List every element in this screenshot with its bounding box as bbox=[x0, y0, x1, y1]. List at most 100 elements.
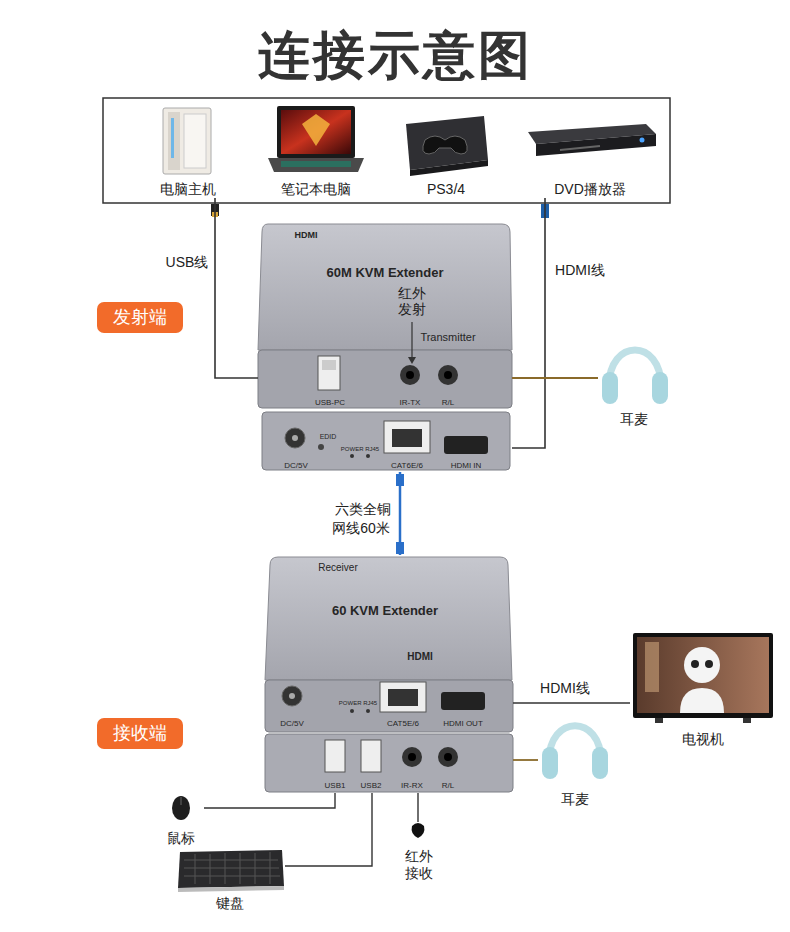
text-wrap: IR-RX bbox=[401, 774, 423, 792]
laptop-icon-part bbox=[277, 106, 355, 158]
tv-icon bbox=[633, 633, 773, 723]
ir-receiver-icon bbox=[412, 823, 425, 838]
mouse-icon bbox=[172, 796, 190, 820]
tag-text: 接收端 bbox=[113, 723, 167, 745]
node-label: 键盘 bbox=[216, 895, 244, 912]
cable-connector bbox=[512, 198, 545, 448]
tv-icon-part bbox=[705, 660, 713, 668]
keyboard-icon bbox=[178, 850, 284, 892]
transmitter-housing-part bbox=[258, 224, 512, 350]
receiver-housing-part bbox=[444, 753, 452, 761]
text-wrap: HDMI bbox=[407, 646, 433, 664]
text-wrap: HDMI bbox=[295, 224, 318, 242]
cable-connector bbox=[204, 793, 335, 808]
pc-tower-icon-part bbox=[168, 112, 180, 170]
edge-label-wrap: 六类全铜 网线60米 bbox=[330, 500, 394, 537]
device-frame-part bbox=[103, 98, 670, 203]
node-label: DVD播放器 bbox=[554, 181, 626, 198]
edge-label-wrap: HDMI线 bbox=[553, 261, 607, 280]
transmitter-housing-part bbox=[262, 412, 510, 470]
node-label: 鼠标 bbox=[167, 830, 195, 847]
port-label: POWER RJ45 bbox=[341, 446, 379, 452]
transmitter-housing-part bbox=[444, 436, 488, 454]
cable-connector bbox=[285, 793, 372, 866]
edge-label-wrap: USB线 bbox=[164, 253, 211, 272]
dvd-player-icon-part bbox=[640, 138, 645, 143]
transmitter-housing-part bbox=[400, 365, 420, 385]
node-label: 电视机 bbox=[682, 731, 724, 748]
title-wrap: 连接示意图 bbox=[258, 29, 533, 81]
cable-connector bbox=[513, 759, 538, 761]
port-label: USB2 bbox=[361, 781, 382, 790]
port-label: R/L bbox=[442, 781, 454, 790]
ir-receiver-node: 红外 接收 bbox=[398, 822, 440, 882]
transmitter-housing-part bbox=[438, 365, 458, 385]
headset-icon bbox=[602, 350, 668, 404]
laptop-icon bbox=[268, 106, 364, 172]
text-wrap: IR-TX bbox=[400, 391, 421, 409]
transmitter-housing-part bbox=[444, 371, 452, 379]
end-tag: 接收端 bbox=[97, 718, 183, 749]
diagram-title: 连接示意图 bbox=[258, 26, 533, 84]
text-wrap: Receiver bbox=[318, 557, 357, 575]
end-tag: 发射端 bbox=[97, 302, 183, 333]
port-label: EDID bbox=[320, 433, 337, 440]
receiver-housing-part bbox=[438, 747, 458, 767]
tv-icon-part bbox=[645, 642, 659, 692]
text-wrap: USB2 bbox=[361, 774, 382, 792]
text-wrap: USB1 bbox=[325, 774, 346, 792]
keyboard-icon-part bbox=[178, 850, 284, 888]
tv-icon-part bbox=[680, 688, 724, 713]
text-wrap: POWER RJ45 bbox=[339, 691, 377, 709]
port-label: IR-TX bbox=[400, 398, 421, 407]
text-wrap: Transmitter bbox=[420, 327, 475, 345]
port-label: DC/5V bbox=[284, 461, 308, 470]
text-wrap: 60M KVM Extender bbox=[326, 263, 443, 281]
transmitter-housing-part bbox=[318, 356, 340, 390]
laptop-icon-part bbox=[302, 114, 330, 146]
receiver-housing-part bbox=[289, 693, 295, 699]
game-console-icon-part bbox=[423, 136, 468, 154]
transmitter-housing-part bbox=[322, 360, 336, 370]
device-node: 笔记本电脑 bbox=[268, 104, 364, 198]
keyboard-icon-part bbox=[178, 886, 284, 892]
pc-tower-icon-part bbox=[171, 118, 174, 158]
game-console-icon bbox=[406, 116, 488, 176]
tag-text: 发射端 bbox=[113, 307, 167, 329]
headset-icon-part bbox=[602, 372, 618, 404]
laptop-icon-part bbox=[268, 158, 364, 172]
receiver-housing bbox=[265, 557, 513, 792]
callout-arrow-part bbox=[411, 322, 412, 358]
callout-text: 红外 发射 bbox=[396, 285, 428, 317]
port-label: IR-RX bbox=[401, 781, 423, 790]
cable-label: USB线 bbox=[164, 254, 211, 270]
cable-connector bbox=[417, 793, 418, 822]
tv-icon-part bbox=[637, 637, 769, 713]
receiver-housing-part bbox=[380, 682, 426, 712]
port-label: USB-PC bbox=[315, 398, 345, 407]
text-wrap: HDMI IN bbox=[451, 454, 482, 472]
model-text: 60 KVM Extender bbox=[332, 603, 438, 618]
transmitter-housing-part bbox=[318, 444, 324, 450]
receiver-housing-part bbox=[265, 680, 513, 732]
side-text: Transmitter bbox=[420, 331, 475, 343]
cable-label: HDMI线 bbox=[553, 262, 607, 278]
device-frame bbox=[103, 98, 670, 203]
model-text: 60M KVM Extender bbox=[326, 265, 443, 280]
headset-icon-part bbox=[542, 747, 558, 779]
text-wrap: DC/5V bbox=[284, 454, 308, 472]
text-wrap: CAT6E/6 bbox=[391, 454, 423, 472]
port-label: POWER RJ45 bbox=[339, 700, 377, 706]
receiver-housing-part bbox=[265, 557, 512, 680]
callout-arrow-part bbox=[408, 357, 416, 364]
transmitter-housing-part bbox=[406, 371, 414, 379]
transmitter-housing-part bbox=[366, 454, 370, 458]
pc-tower-icon-part bbox=[163, 108, 211, 174]
headset-node: 耳麦 bbox=[598, 340, 670, 428]
port-label: R/L bbox=[442, 398, 454, 407]
receiver-housing-part bbox=[441, 692, 485, 710]
game-console-icon-part bbox=[410, 160, 488, 176]
mouse-icon-part bbox=[172, 796, 190, 820]
node-label: 耳麦 bbox=[561, 791, 589, 808]
